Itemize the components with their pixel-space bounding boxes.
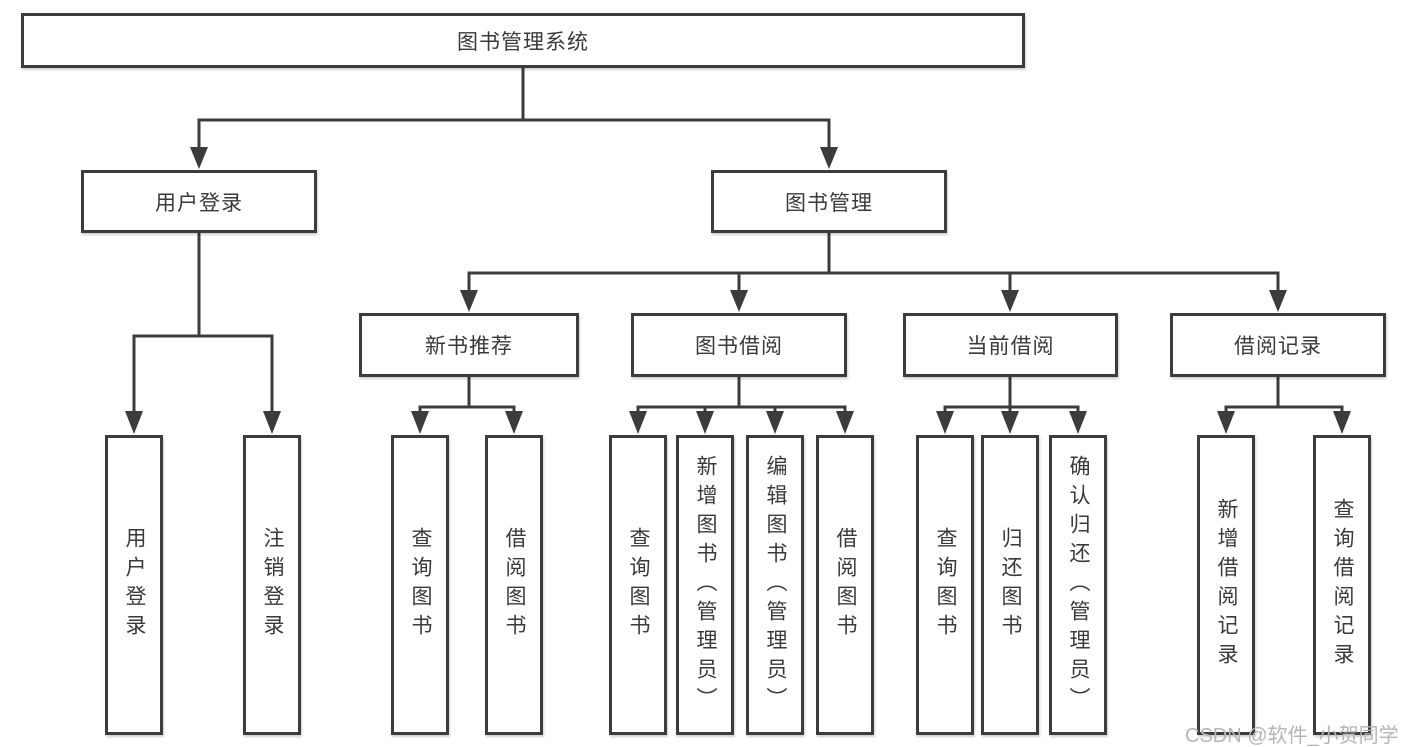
- leaf-edit-book-admin: 编辑图书（管理员）: [746, 435, 804, 735]
- node-new-book-recommend: 新书推荐: [359, 313, 579, 377]
- leaf-query-books-1: 查询图书: [391, 435, 449, 735]
- leaf-label: 查询图书: [409, 527, 432, 643]
- leaf-logout: 注销登录: [243, 435, 301, 735]
- leaf-label: 归还图书: [999, 527, 1022, 643]
- leaf-return-book: 归还图书: [981, 435, 1039, 735]
- node-label: 借阅记录: [1234, 335, 1322, 358]
- leaf-label: 新增借阅记录: [1215, 498, 1238, 672]
- leaf-add-borrow-record: 新增借阅记录: [1197, 435, 1255, 735]
- node-label: 图书管理系统: [457, 30, 589, 54]
- leaf-label: 查询图书: [627, 527, 650, 643]
- node-label: 新书推荐: [425, 335, 513, 358]
- node-book-borrowing: 图书借阅: [631, 313, 847, 377]
- leaf-confirm-return-admin: 确认归还（管理员）: [1049, 435, 1107, 735]
- node-user-login: 用户登录: [81, 170, 317, 233]
- node-root-system: 图书管理系统: [21, 13, 1025, 68]
- leaf-label: 借阅图书: [503, 527, 526, 643]
- leaf-label: 确认归还（管理员）: [1067, 454, 1090, 716]
- leaf-label: 查询借阅记录: [1331, 498, 1354, 672]
- node-label: 用户登录: [155, 191, 243, 215]
- node-borrowing-records: 借阅记录: [1170, 313, 1386, 377]
- leaf-borrow-books-1: 借阅图书: [485, 435, 543, 735]
- leaf-label: 新增图书（管理员）: [694, 454, 717, 716]
- node-label: 图书管理: [785, 191, 873, 215]
- leaf-add-book-admin: 新增图书（管理员）: [676, 435, 734, 735]
- leaf-label: 查询图书: [934, 527, 957, 643]
- leaf-label: 用户登录: [123, 527, 146, 643]
- leaf-query-borrow-record: 查询借阅记录: [1313, 435, 1371, 735]
- leaf-query-books-2: 查询图书: [609, 435, 667, 735]
- leaf-label: 注销登录: [261, 527, 284, 643]
- leaf-borrow-books-2: 借阅图书: [816, 435, 874, 735]
- leaf-query-books-3: 查询图书: [916, 435, 974, 735]
- leaf-user-login: 用户登录: [105, 435, 163, 735]
- leaf-label: 借阅图书: [834, 527, 857, 643]
- leaf-label: 编辑图书（管理员）: [764, 454, 787, 716]
- node-label: 图书借阅: [695, 335, 783, 358]
- csdn-watermark: CSDN @软件_小贺同学: [1185, 725, 1399, 747]
- node-label: 当前借阅: [966, 335, 1055, 358]
- node-current-borrowing: 当前借阅: [903, 313, 1118, 377]
- node-book-management: 图书管理: [711, 170, 947, 233]
